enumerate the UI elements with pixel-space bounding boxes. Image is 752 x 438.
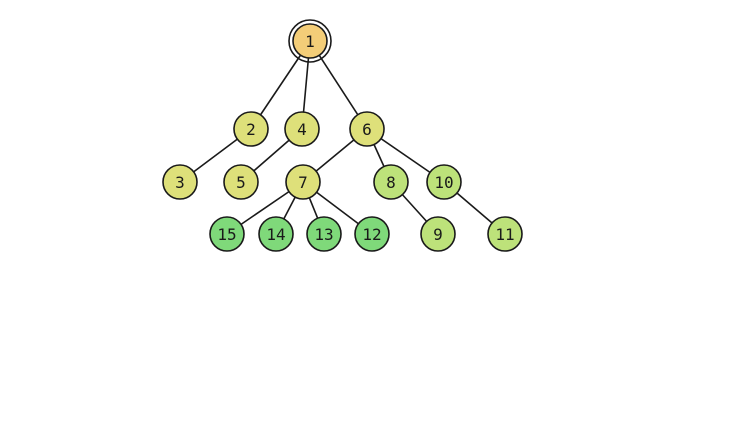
edge-1-2: [259, 54, 302, 116]
edge-2-3: [193, 138, 238, 173]
node-circle: [233, 111, 269, 147]
node-label: 8: [386, 173, 396, 192]
node-circle: [420, 216, 456, 252]
node-circle: [223, 164, 259, 200]
node-label: 9: [433, 225, 443, 244]
node-label: 10: [434, 173, 453, 192]
edge-7-15: [240, 190, 290, 226]
node-circle: [292, 23, 328, 59]
node-label: 13: [314, 225, 333, 244]
node-circle: [306, 216, 342, 252]
edge-6-10: [380, 137, 431, 174]
node-label: 15: [217, 225, 236, 244]
node-label: 11: [495, 225, 514, 244]
edge-10-11: [456, 192, 493, 224]
node-circle: [349, 111, 385, 147]
node-circle: [209, 216, 245, 252]
root-ring: [288, 19, 332, 63]
node-5: 5: [223, 164, 259, 200]
node-label: 14: [266, 225, 285, 244]
node-circle: [284, 111, 320, 147]
node-label: 7: [298, 173, 308, 192]
node-circle: [487, 216, 523, 252]
node-circle: [373, 164, 409, 200]
node-4: 4: [284, 111, 320, 147]
node-circle: [258, 216, 294, 252]
node-14: 14: [258, 216, 294, 252]
node-label: 2: [246, 120, 256, 139]
node-9: 9: [420, 216, 456, 252]
node-7: 7: [285, 164, 321, 200]
node-circle: [285, 164, 321, 200]
node-label: 4: [297, 120, 307, 139]
node-label: 12: [362, 225, 381, 244]
node-label: 5: [236, 173, 246, 192]
node-13: 13: [306, 216, 342, 252]
node-8: 8: [373, 164, 409, 200]
edge-6-8: [373, 144, 385, 167]
edge-7-13: [308, 197, 319, 219]
node-label: 6: [362, 120, 372, 139]
node-11: 11: [487, 216, 523, 252]
node-6: 6: [349, 111, 385, 147]
edge-8-9: [401, 194, 428, 222]
edge-1-6: [318, 54, 359, 116]
node-label: 1: [305, 32, 315, 51]
node-12: 12: [354, 216, 390, 252]
edge-6-7: [315, 139, 355, 172]
edge-layer: [193, 54, 493, 226]
node-label: 3: [175, 173, 185, 192]
node-15: 15: [209, 216, 245, 252]
node-circle: [354, 216, 390, 252]
node-circle: [162, 164, 198, 200]
node-3: 3: [162, 164, 198, 200]
edge-7-12: [316, 191, 359, 225]
node-circle: [426, 164, 462, 200]
node-2: 2: [233, 111, 269, 147]
edge-1-4: [302, 57, 310, 113]
edge-4-5: [253, 139, 290, 172]
node-1: 1: [288, 19, 332, 63]
node-10: 10: [426, 164, 462, 200]
edge-7-14: [283, 196, 296, 220]
